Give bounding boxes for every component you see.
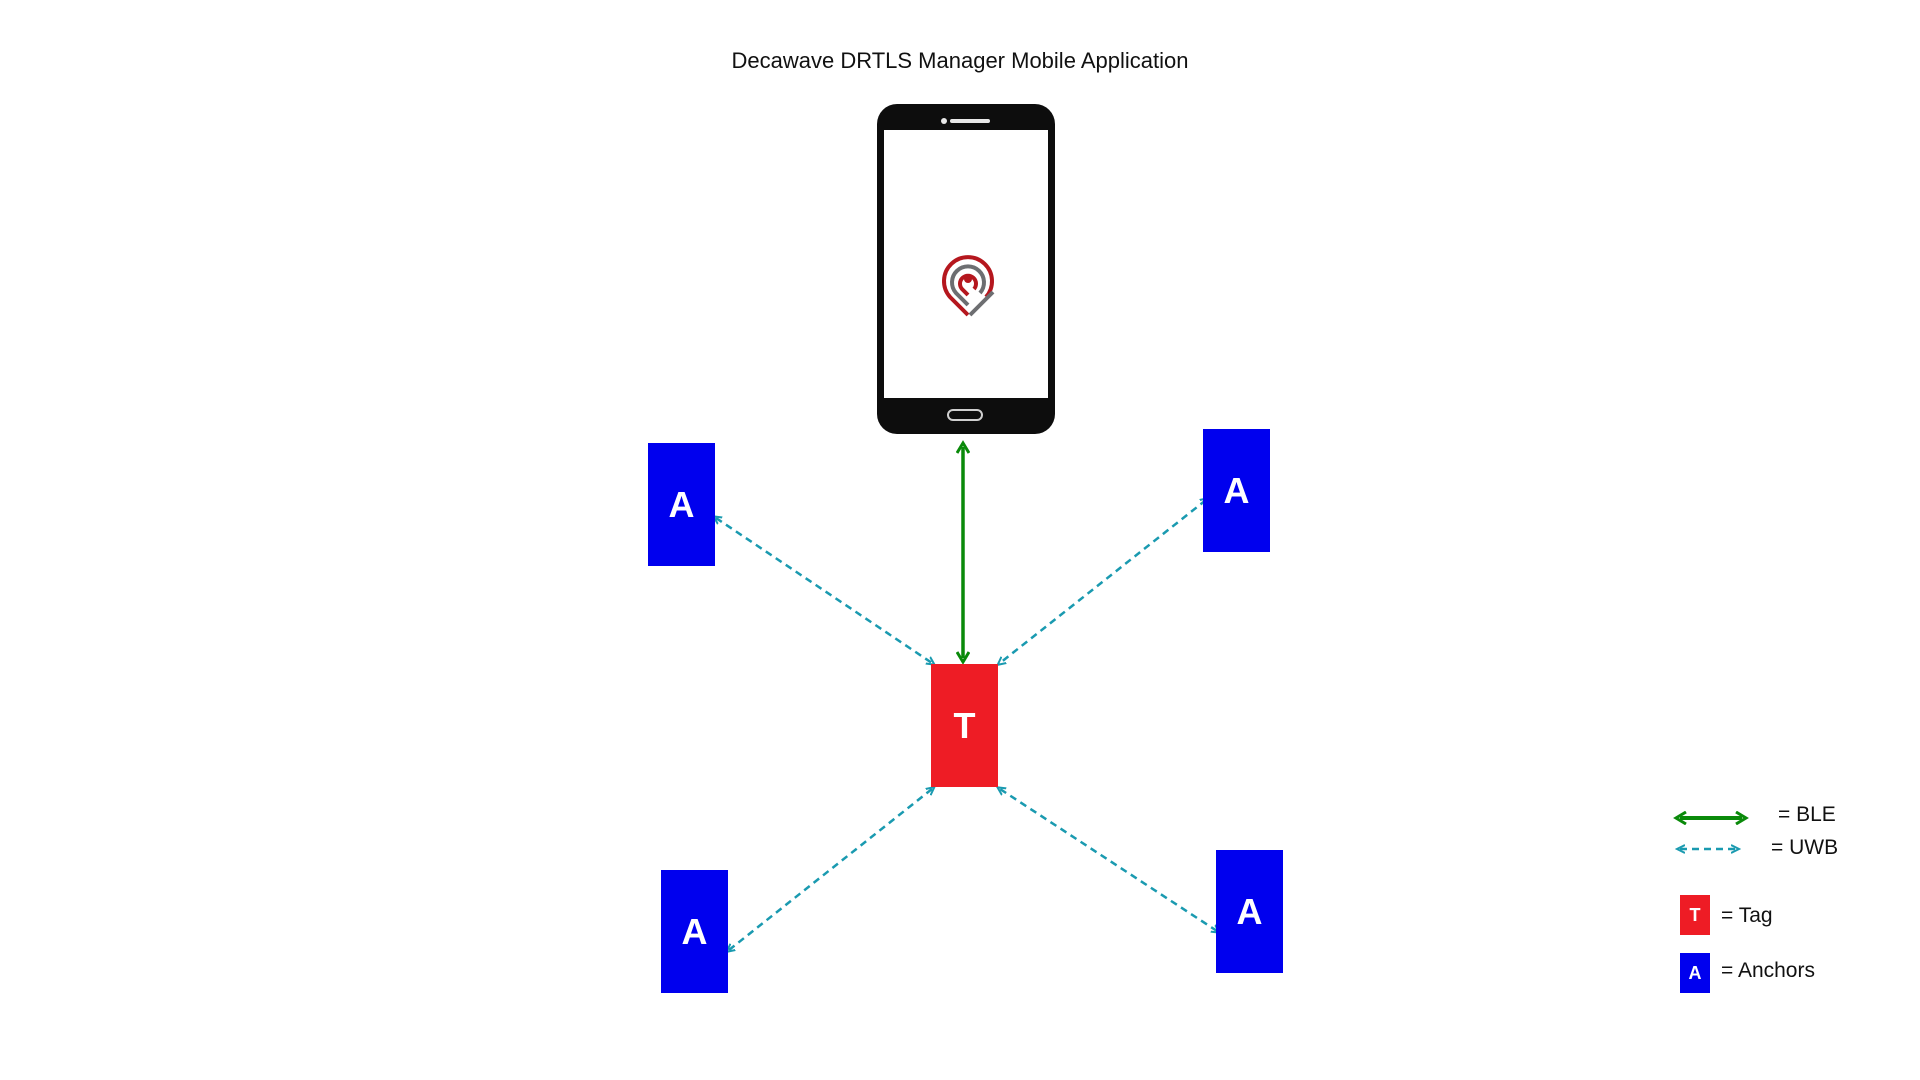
legend-uwb-label: = UWB xyxy=(1771,836,1839,859)
anchor-bottom-left: A xyxy=(661,870,728,993)
anchor-bottom-right: A xyxy=(1216,850,1283,973)
anchor-top-right: A xyxy=(1203,429,1270,552)
home-button xyxy=(947,409,983,421)
decawave-location-pin-icon xyxy=(942,255,995,317)
uwb-link-anchor-bottom-right xyxy=(1000,789,1217,931)
legend-anchor-label: = Anchors xyxy=(1721,959,1815,982)
uwb-link-anchor-top-left xyxy=(716,518,932,663)
diagram-title: Decawave DRTLS Manager Mobile Applicatio… xyxy=(731,48,1189,73)
legend-tag-swatch: T xyxy=(1680,895,1710,935)
legend-ble-label: = BLE xyxy=(1778,803,1836,826)
legend-anchor-swatch: A xyxy=(1680,953,1710,993)
uwb-link-anchor-bottom-left xyxy=(729,789,932,950)
uwb-link-anchor-top-right xyxy=(1000,500,1206,663)
front-camera xyxy=(941,118,947,124)
anchor-top-left: A xyxy=(648,443,715,566)
legend-tag-label: = Tag xyxy=(1721,904,1773,927)
tag-node: T xyxy=(931,664,998,787)
smartphone-icon xyxy=(877,104,1055,434)
earpiece-speaker xyxy=(950,119,990,123)
phone-screen xyxy=(884,130,1048,398)
